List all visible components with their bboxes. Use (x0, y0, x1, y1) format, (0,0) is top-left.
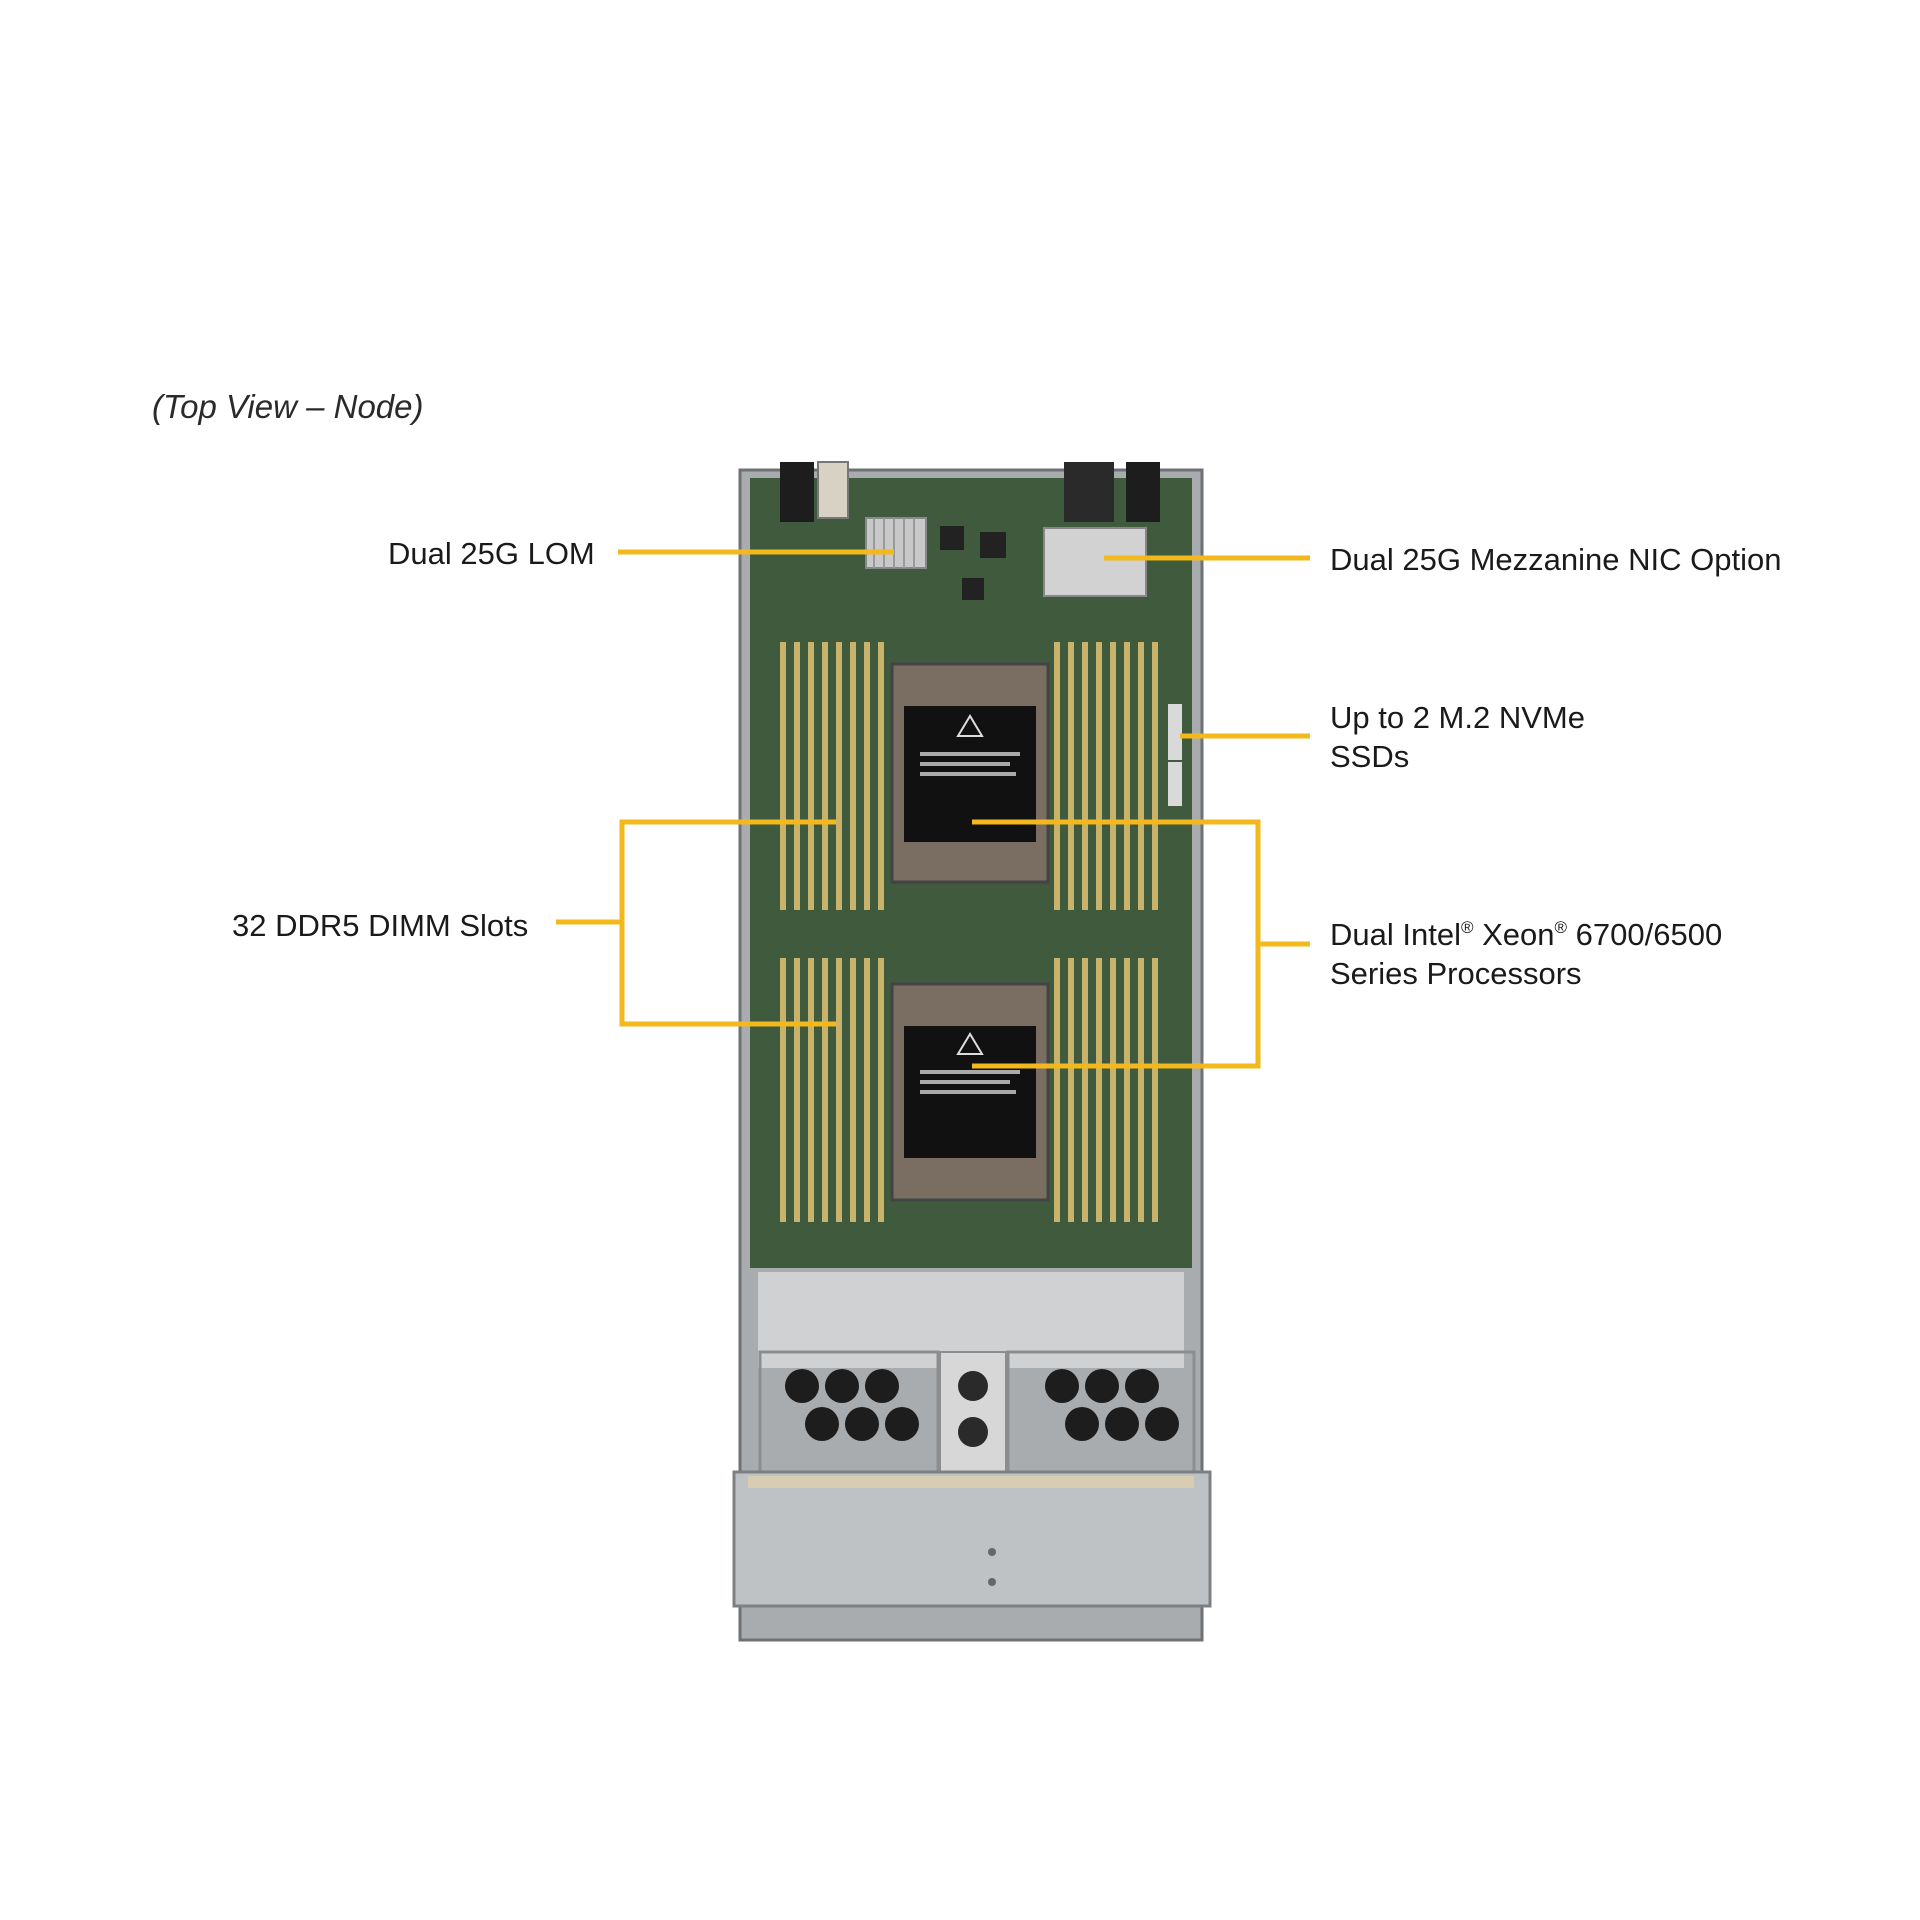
dimm-bank-lower-right (1054, 958, 1158, 1222)
cpu-socket-2 (890, 982, 1050, 1202)
callout-label-cpu-line1: Dual Intel® Xeon® 6700/6500 (1330, 917, 1723, 952)
mezzanine-nic (1043, 527, 1147, 597)
dimm-bank-upper-right (1054, 642, 1158, 910)
lom-heatsink (865, 517, 927, 569)
callout-label-m2-line1: Up to 2 M.2 NVMe (1330, 700, 1585, 735)
m2-slot-1 (1168, 704, 1182, 760)
cpu-socket-1 (890, 662, 1050, 884)
view-caption: (Top View – Node) (152, 388, 424, 425)
callout-label-lom: Dual 25G LOM (388, 536, 595, 571)
front-bezel (732, 1470, 1212, 1608)
rear-io-connectors (780, 461, 1160, 522)
callout-label-mezzanine-nic: Dual 25G Mezzanine NIC Option (1330, 542, 1782, 577)
dimm-bank-upper-left (780, 642, 884, 910)
callout-label-m2-line2: SSDs (1330, 739, 1410, 774)
callout-label-processors: Dual Intel® Xeon® 6700/6500 Series Proce… (1330, 908, 1722, 993)
callout-label-m2-nvme: Up to 2 M.2 NVMe SSDs (1330, 698, 1585, 776)
callout-lines (556, 549, 1310, 1069)
fan-grille-left (785, 1369, 919, 1441)
fan-grille-right (1045, 1369, 1179, 1441)
m2-slot-2 (1168, 762, 1182, 806)
callout-label-cpu-line2: Series Processors (1330, 956, 1582, 991)
callout-label-dimm-slots: 32 DDR5 DIMM Slots (232, 908, 529, 943)
dimm-bank-lower-left (780, 958, 884, 1222)
